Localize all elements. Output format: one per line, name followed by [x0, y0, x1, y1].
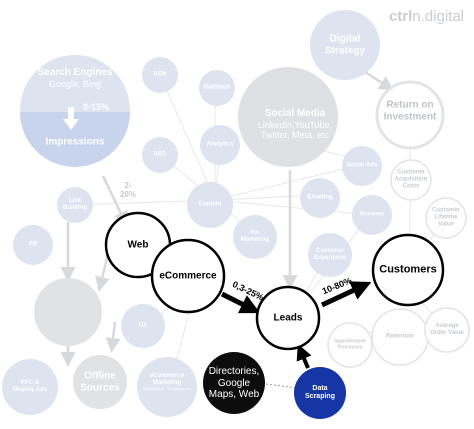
outreach-label: Outreach: [203, 84, 231, 91]
leads-label: Leads: [273, 312, 303, 324]
impressions-band: [20, 112, 130, 167]
ecommerce-marketing-node: [137, 357, 197, 417]
offline-sources-node: [73, 355, 127, 409]
seo-node: [142, 137, 178, 173]
customers-label: Customers: [379, 263, 437, 276]
digital-strategy-label: Digital Strategy: [324, 33, 365, 57]
remarketing-label: Re-Marketing: [240, 230, 270, 243]
emailing-label: Emailing: [307, 194, 333, 201]
lifetime-value-node: [425, 197, 467, 239]
acquisition-costs-node: [390, 159, 432, 201]
sem-node: [142, 57, 178, 93]
ux-label: UX: [138, 322, 148, 329]
social-media-node: [238, 67, 338, 167]
social-media-label: Social Media LinkedIn,YouTube, Twitter, …: [257, 107, 333, 140]
directories-label: Directories, Google Maps, Web: [208, 365, 260, 400]
roi-label: Return on Investment: [383, 99, 437, 123]
customers-node: [371, 233, 445, 307]
ppc-display-node: [2, 359, 58, 415]
pr-label: PR: [28, 241, 38, 248]
ecommerce-label: eCommerce: [159, 270, 217, 282]
outreach-node: [199, 70, 235, 106]
pr-node: [13, 225, 53, 265]
data-scraping-label: Data Scraping: [305, 384, 335, 400]
digital-strategy-node: [310, 10, 380, 80]
black-arrows: [220, 281, 372, 390]
offline-sources-label: Offline Sources: [80, 370, 120, 394]
ecommerce-node: [150, 238, 226, 314]
brand-logo: ctrln.digital: [388, 8, 464, 25]
social-ads-node: [342, 146, 382, 186]
impressions-label: Impressions: [45, 136, 105, 148]
reviews-node: [352, 195, 392, 235]
arrow-scraping-to-leads: [296, 343, 312, 369]
data-scraping-node: [294, 367, 346, 419]
retention-label: Retention: [386, 333, 414, 340]
sem-label: SEM: [153, 71, 167, 78]
roi-node: [375, 80, 445, 150]
improvement-label: Improvement Processes: [334, 338, 366, 350]
arrow-leads-to-customers: [320, 281, 372, 308]
seo-label: SEO: [153, 151, 167, 158]
acquisition-costs-label: Customer Acquisition Costs: [394, 169, 428, 190]
search-to-web-percent: 2-20%: [119, 180, 136, 199]
ecommerce-marketing-label: eCommerce Marketing Marketplace, Shoppin…: [142, 372, 192, 391]
customer-experience-node: [308, 233, 352, 277]
link-building-label: Link Building: [63, 198, 87, 211]
grey-arrows: [60, 44, 407, 367]
emailing-node: [300, 178, 340, 218]
search-engines-label: Search Engines Google, Bing: [37, 67, 113, 89]
content-label: Content: [198, 201, 222, 208]
web-label: Web: [127, 239, 149, 251]
improvement-node: [327, 322, 373, 368]
lifetime-value-label: Customer Lifetime Value: [431, 207, 460, 228]
reviews-label: Reviews: [359, 211, 385, 218]
search-percent-label: 0-15%: [82, 101, 110, 112]
link-building-node: [57, 187, 93, 223]
analytics-label: Analytics: [206, 141, 234, 148]
directories-node: [203, 352, 265, 414]
remarketing-node: [233, 215, 277, 259]
impressions-arrow-shaft: [68, 107, 74, 119]
customer-experience-label: Customer Experience: [313, 248, 347, 261]
leads-node: [255, 285, 321, 351]
content-node: [187, 182, 233, 228]
impressions-arrow-head: [63, 119, 79, 130]
ppc-display-label: PPC & Display Ads: [12, 380, 48, 393]
small-grey-node: [34, 278, 102, 346]
ux-node: [121, 304, 165, 348]
avg-order-value-node: [424, 307, 470, 353]
analytics-node: [200, 125, 240, 165]
avg-order-value-label: Average Order Value: [430, 323, 464, 336]
social-ads-label: Social Ads: [346, 162, 378, 169]
arrow-web-to-leads: [220, 291, 261, 314]
